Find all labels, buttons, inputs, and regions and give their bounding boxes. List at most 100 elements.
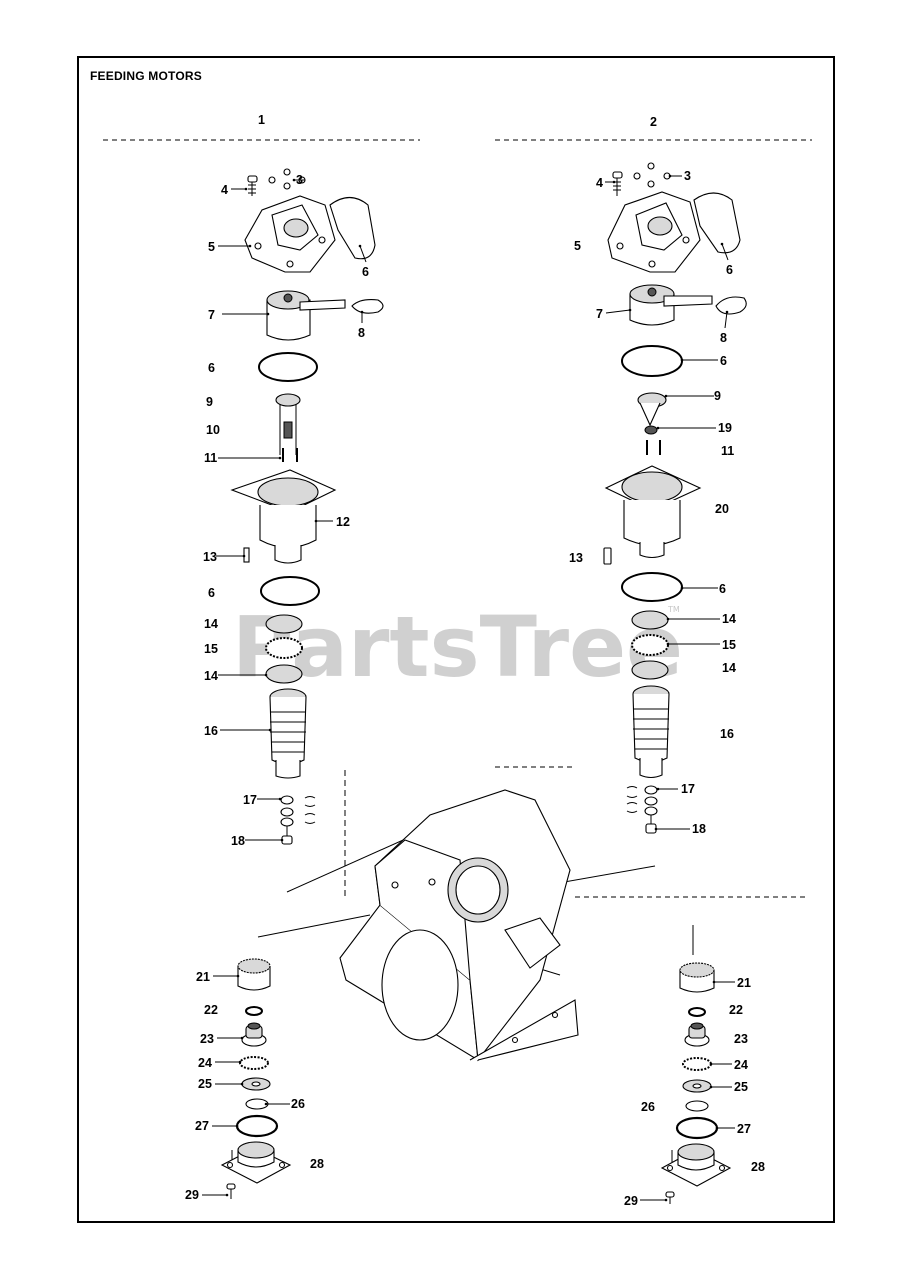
callout-label: 4 bbox=[221, 183, 228, 197]
key-part-8 bbox=[351, 299, 384, 314]
callout-dot bbox=[666, 617, 670, 621]
callout-label: 22 bbox=[204, 1003, 218, 1017]
callout-dot bbox=[680, 586, 684, 590]
callout-dot bbox=[712, 980, 716, 984]
callout-dot bbox=[666, 642, 670, 646]
callout-dot bbox=[235, 1124, 239, 1128]
screw-part-29r bbox=[665, 1191, 675, 1204]
callout-label: 26 bbox=[291, 1097, 305, 1111]
diagram-frame bbox=[77, 56, 835, 1223]
bolt-part-18r bbox=[645, 815, 657, 834]
callout-label: 24 bbox=[734, 1058, 748, 1072]
callout-leader bbox=[724, 311, 728, 329]
ring-part-22 bbox=[245, 1006, 263, 1016]
callout-label: 18 bbox=[231, 834, 245, 848]
threaded-shaft-part-16r bbox=[632, 685, 670, 779]
callout-dot bbox=[628, 308, 632, 312]
callout-dot bbox=[314, 519, 318, 523]
callout-label: 20 bbox=[715, 502, 729, 516]
callout-dot bbox=[242, 554, 246, 558]
callout-label: 25 bbox=[198, 1077, 212, 1091]
washer-part-14 bbox=[265, 614, 303, 634]
callout-leader bbox=[605, 309, 631, 314]
callout-dot bbox=[358, 244, 362, 248]
bearing-part-15r bbox=[631, 634, 669, 656]
callout-label: 24 bbox=[198, 1056, 212, 1070]
right-assembly bbox=[603, 162, 747, 834]
cover-part-28r bbox=[660, 1143, 732, 1187]
callout-label: 5 bbox=[574, 239, 581, 253]
callout-dot bbox=[664, 394, 668, 398]
callout-label: 7 bbox=[596, 307, 603, 321]
machine-frame bbox=[257, 766, 808, 1062]
bottom-left-assembly bbox=[220, 958, 292, 1199]
callout-label: 12 bbox=[336, 515, 350, 529]
callout-dot bbox=[656, 426, 660, 430]
screw-part-29 bbox=[226, 1183, 236, 1199]
callout-label: 19 bbox=[718, 421, 732, 435]
screw-part-4 bbox=[247, 175, 258, 196]
callout-dot bbox=[709, 1062, 713, 1066]
washer-part-14br bbox=[631, 660, 669, 680]
washer-part-14r bbox=[631, 610, 669, 630]
callout-label: 5 bbox=[208, 240, 215, 254]
callout-label: 3 bbox=[684, 169, 691, 183]
callout-label: 29 bbox=[185, 1188, 199, 1202]
group-1-header: 1 bbox=[103, 113, 420, 141]
callout-label: 21 bbox=[737, 976, 751, 990]
cover-part-28 bbox=[220, 1141, 292, 1184]
callout-label: 8 bbox=[720, 331, 727, 345]
callout-label: 18 bbox=[692, 822, 706, 836]
callout-label: 9 bbox=[206, 395, 213, 409]
callout-dot bbox=[715, 1126, 719, 1130]
shaft-part-9r bbox=[637, 392, 667, 435]
washer-part-14b bbox=[265, 664, 303, 684]
callout-label: 28 bbox=[751, 1160, 765, 1174]
callout-label: 14 bbox=[722, 612, 736, 626]
o-ring-part-6br bbox=[621, 572, 683, 602]
callout-dot bbox=[720, 242, 724, 246]
o-ring-part-27 bbox=[235, 1114, 279, 1138]
callout-dot bbox=[654, 827, 658, 831]
callout-dot bbox=[668, 174, 672, 178]
callout-label: 23 bbox=[200, 1032, 214, 1046]
rotor-part-7r bbox=[629, 284, 713, 326]
callout-dot bbox=[280, 838, 284, 842]
callout-label: 22 bbox=[729, 1003, 743, 1017]
group-label-2: 2 bbox=[650, 115, 657, 129]
page-title: FEEDING MOTORS bbox=[90, 69, 202, 83]
watermark-tm: TM bbox=[667, 605, 680, 614]
callout-label: 6 bbox=[208, 361, 215, 375]
key-part-8r bbox=[715, 296, 747, 315]
callout-dot bbox=[240, 1082, 244, 1086]
group-label-1: 1 bbox=[258, 113, 265, 127]
bearing-part-24r bbox=[682, 1057, 712, 1071]
callout-label: 6 bbox=[719, 582, 726, 596]
callout-leader bbox=[359, 245, 367, 263]
group-2-header: 2 bbox=[495, 115, 812, 141]
callout-label: 6 bbox=[720, 354, 727, 368]
callout-label: 10 bbox=[206, 423, 220, 437]
screw-part-4r bbox=[612, 171, 623, 196]
callout-dot bbox=[278, 456, 282, 460]
callout-label: 9 bbox=[714, 389, 721, 403]
callout-label: 23 bbox=[734, 1032, 748, 1046]
rotor-part-7 bbox=[266, 290, 346, 341]
callout-label: 17 bbox=[243, 793, 257, 807]
watermark: PartsTree bbox=[232, 598, 683, 696]
callout-dot bbox=[264, 673, 268, 677]
o-ring-part-27r bbox=[675, 1116, 719, 1140]
bottom-right-assembly bbox=[660, 962, 732, 1204]
callout-label: 13 bbox=[203, 550, 217, 564]
callout-label: 27 bbox=[195, 1119, 209, 1133]
callout-label: 15 bbox=[204, 642, 218, 656]
o-ring-part-6b bbox=[260, 576, 320, 606]
left-assembly bbox=[230, 168, 384, 845]
callout-label: 17 bbox=[681, 782, 695, 796]
hub-part-23 bbox=[241, 1022, 267, 1047]
shaft-part-9-10 bbox=[275, 393, 301, 455]
callout-dot bbox=[664, 1198, 668, 1202]
ring-part-22r bbox=[688, 1007, 706, 1017]
